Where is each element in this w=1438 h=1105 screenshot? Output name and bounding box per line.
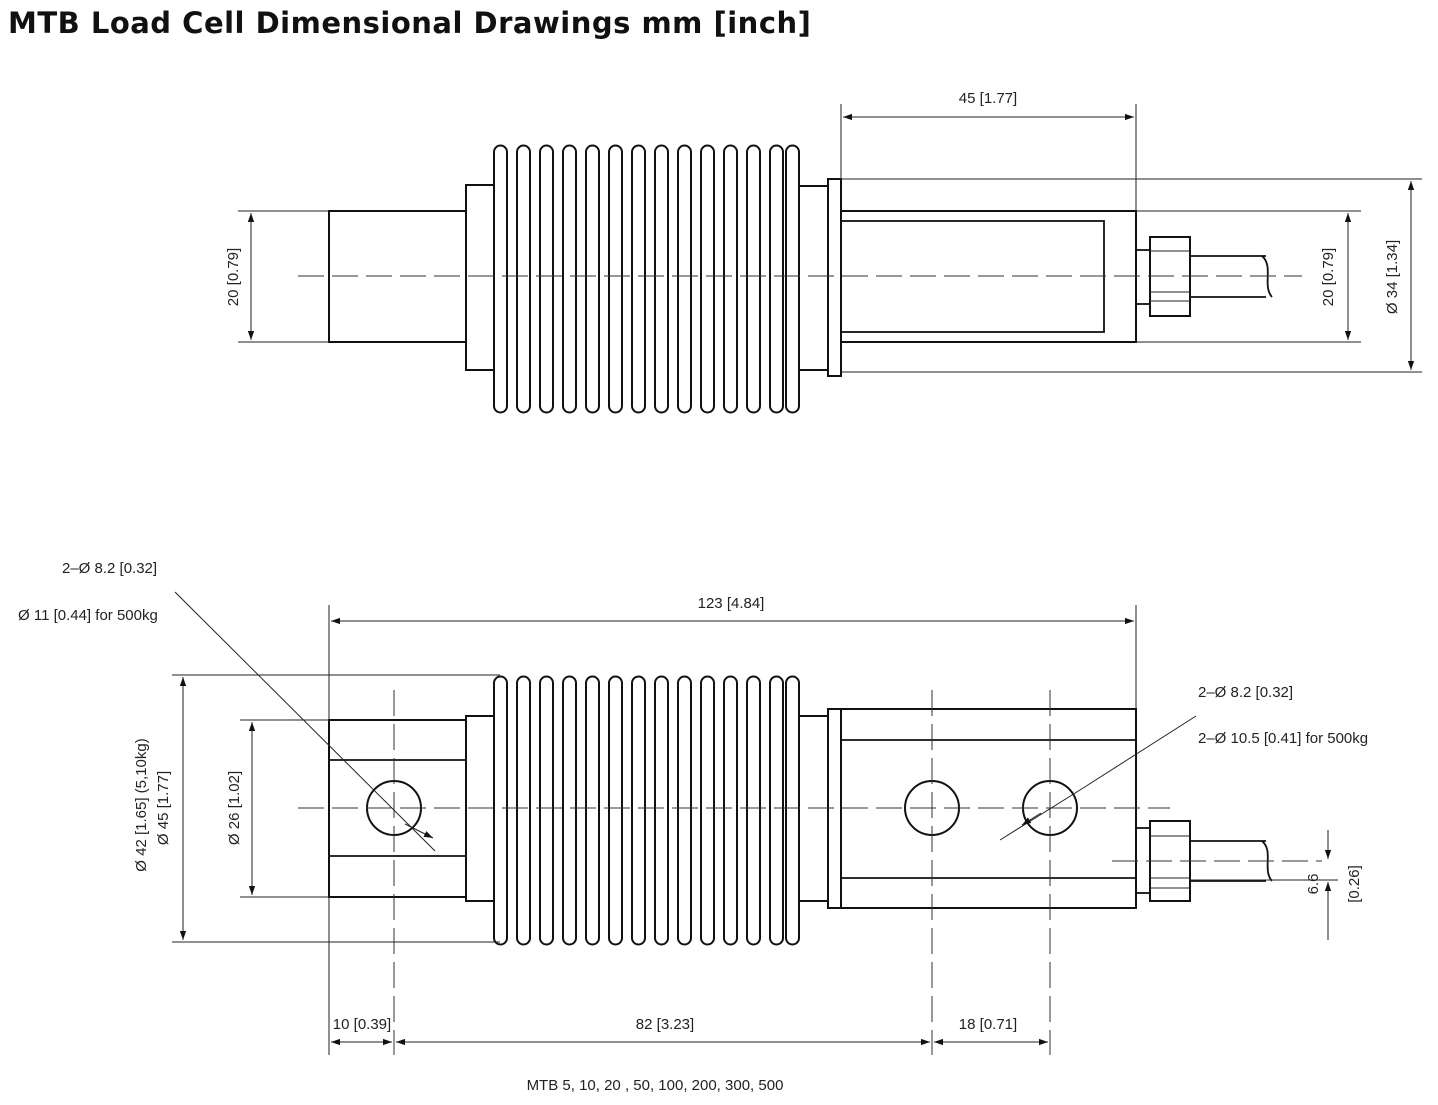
top-dim-left-height: 20 [0.79]	[225, 248, 242, 306]
bottom-view: 123 [4.84] 2–Ø 8.2 [0.32] Ø 11 [0.44] fo…	[18, 560, 1368, 1055]
bottom-dim-outer-diameter-2: Ø 45 [1.77]	[155, 771, 172, 845]
bottom-dimensions	[172, 591, 1338, 1055]
bottom-dim-inner-diameter: Ø 26 [1.02]	[226, 771, 243, 845]
note-right-hole-line2: 2–Ø 10.5 [0.41] for 500kg	[1198, 730, 1368, 747]
page-title: MTB Load Cell Dimensional Drawings mm [i…	[8, 6, 812, 40]
top-dim-right-height: 20 [0.79]	[1320, 248, 1337, 306]
bottom-dim-cable-offset: 6.6	[1305, 874, 1322, 895]
bottom-dim-total-length: 123 [4.84]	[698, 595, 765, 612]
bottom-dim-hole-edge: 10 [0.39]	[333, 1016, 391, 1033]
models-caption: MTB 5, 10, 20 , 50, 100, 200, 300, 500	[527, 1077, 784, 1094]
top-bellows-fins	[493, 144, 800, 414]
bottom-dim-cable-offset-inch: [0.26]	[1346, 865, 1363, 903]
bottom-bellows-fins	[493, 675, 800, 946]
bottom-dim-hole-spacing: 82 [3.23]	[636, 1016, 694, 1033]
top-dim-diameter: Ø 34 [1.34]	[1384, 240, 1401, 314]
bottom-dim-outer-diameter: Ø 42 [1.65] (5,10kg)	[133, 738, 150, 871]
bottom-centerlines	[298, 690, 1322, 1055]
top-view: 45 [1.77] 20 [0.79] 20 [0.79] Ø 34 [1.34…	[225, 90, 1422, 414]
top-dim-overall-body: 45 [1.77]	[959, 90, 1017, 107]
bottom-dim-right-hole-spacing: 18 [0.71]	[959, 1016, 1017, 1033]
top-body-outline	[328, 178, 1422, 377]
note-left-hole-line2: Ø 11 [0.44] for 500kg	[18, 607, 158, 624]
note-right-hole-line1: 2–Ø 8.2 [0.32]	[1198, 684, 1293, 701]
note-left-hole-line1: 2–Ø 8.2 [0.32]	[62, 560, 157, 577]
top-dimensions	[238, 104, 1415, 370]
